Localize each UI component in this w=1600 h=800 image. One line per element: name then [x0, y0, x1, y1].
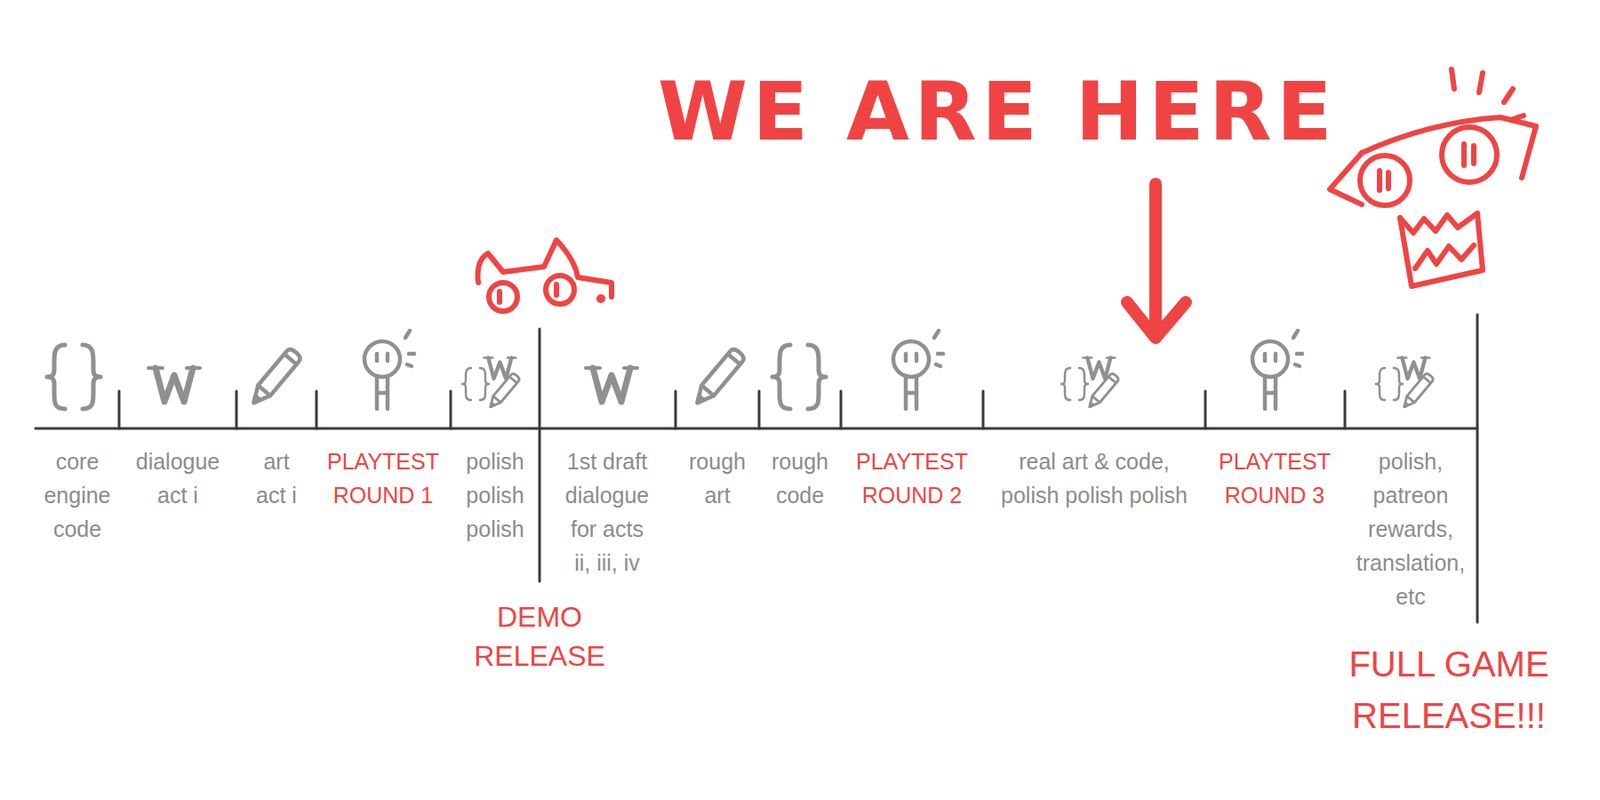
phase-label: rough code: [764, 444, 836, 512]
phase-label: real art & code, polish polish polish: [994, 444, 1195, 512]
timeline-axis: [35, 314, 1478, 623]
callout-title: WE ARE HERE: [657, 67, 1337, 158]
demo-cat: [477, 240, 612, 312]
phase-label: core engine code: [37, 444, 118, 546]
playtest-label: PLAYTEST ROUND 1: [319, 444, 448, 512]
phase-label: polish, patreon rewards, translation, et…: [1348, 444, 1473, 614]
phase-label: polish polish polish: [455, 444, 536, 546]
phase-label: rough art: [681, 444, 753, 512]
phase-label: dialogue act i: [124, 444, 232, 512]
phase-label: art act i: [249, 444, 304, 512]
phase-icons: [47, 330, 1435, 410]
here-arrow: [1127, 184, 1186, 338]
milestone-label: DEMO RELEASE: [459, 597, 620, 676]
milestone-label: FULL GAME RELEASE!!!: [1333, 638, 1565, 742]
phase-label: 1st draft dialogue for acts ii, iii, iv: [562, 444, 652, 580]
playtest-label: PLAYTEST ROUND 2: [848, 444, 977, 512]
excited-cat: [1329, 69, 1536, 287]
playtest-label: PLAYTEST ROUND 3: [1210, 444, 1340, 512]
